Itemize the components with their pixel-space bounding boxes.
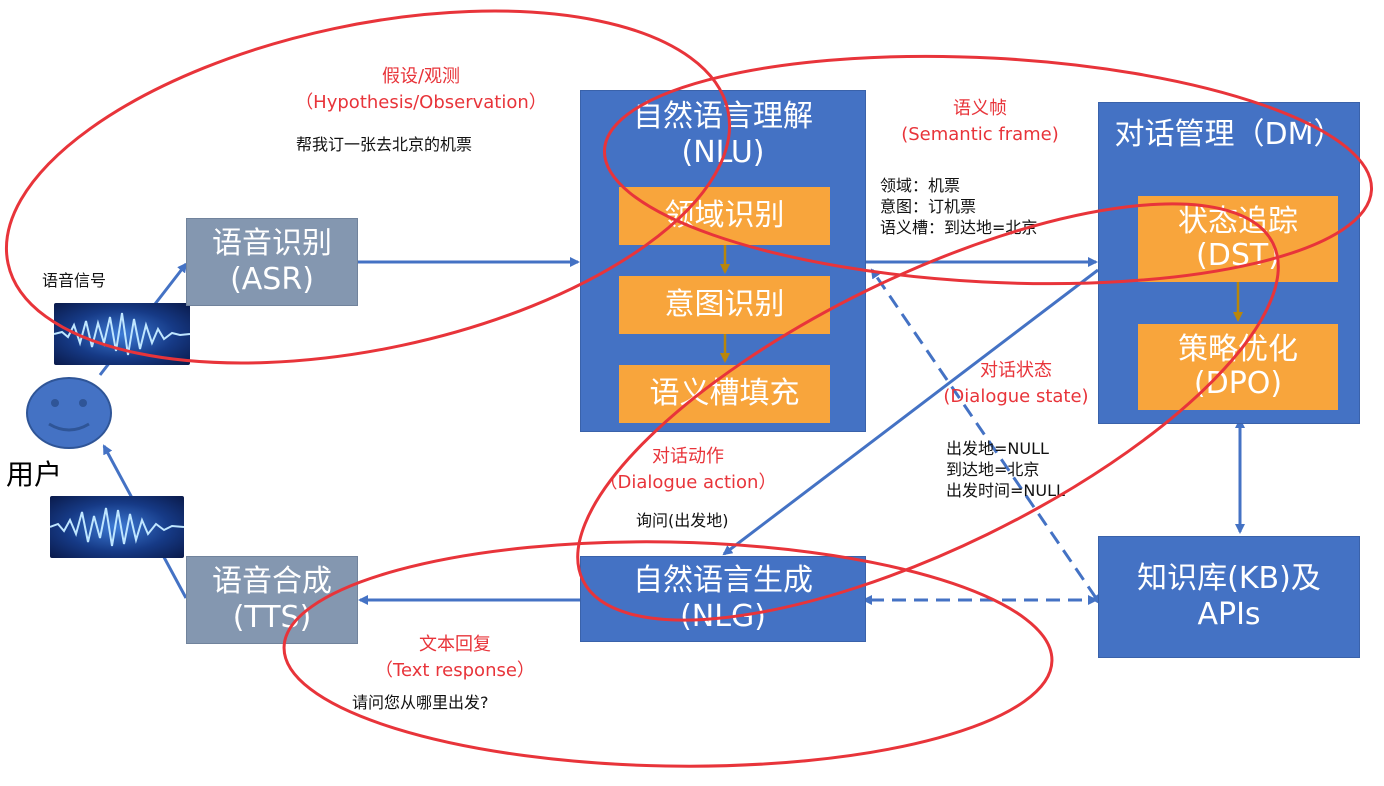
dialogue-action-en: （Dialogue action） <box>599 472 777 493</box>
audio-wave-icon <box>54 303 190 365</box>
nlu-step-domain: 领域识别 <box>619 187 830 245</box>
tts-abbr: (TTS) <box>232 600 312 635</box>
dashed-arrows <box>862 268 1101 605</box>
dpo-abbr: (DPO) <box>1193 366 1283 401</box>
dialogue-state-details: 出发地=NULL 到达地=北京 出发时间=NULL <box>946 438 1065 501</box>
semantic-frame-details: 领域：机票 意图：订机票 语义槽：到达地=北京 <box>880 175 1037 238</box>
dialogue-state-en: (Dialogue state) <box>943 386 1089 407</box>
tts-module: 语音合成 (TTS) <box>186 556 358 644</box>
text-response-en: （Text response） <box>375 660 535 681</box>
hypothesis-en: （Hypothesis/Observation） <box>295 92 547 113</box>
dialogue-state-line: 出发地=NULL <box>946 439 1049 458</box>
text-response-zh: 文本回复 <box>419 634 491 655</box>
kb-line1: 知识库(KB)及 <box>1137 561 1321 596</box>
semantic-frame-line: 领域：机票 <box>880 176 961 195</box>
dm-step-dpo: 策略优化 (DPO) <box>1138 324 1338 410</box>
dst-abbr: (DST) <box>1196 238 1280 273</box>
nlu-step-slot: 语义槽填充 <box>619 365 830 423</box>
dialogue-action-zh: 对话动作 <box>652 446 724 467</box>
nlg-title: 自然语言生成 <box>633 563 813 598</box>
dialogue-state-line: 到达地=北京 <box>946 460 1040 479</box>
dialogue-action-annotation: 对话动作 （Dialogue action） <box>590 444 786 496</box>
semantic-frame-line: 语义槽：到达地=北京 <box>880 218 1038 237</box>
text-response-annotation: 文本回复 （Text response） <box>370 632 540 684</box>
arrow-kb-nlu-dashed <box>870 268 1101 605</box>
user-label: 用户 <box>6 458 63 491</box>
dialogue-action-example: 询问(出发地) <box>636 511 729 530</box>
nlu-step-intent: 意图识别 <box>619 276 830 334</box>
nlg-abbr: (NLG) <box>680 599 766 634</box>
nlu-title: 自然语言理解 <box>633 99 813 134</box>
user-smiley-icon <box>26 377 112 449</box>
kb-line2: APIs <box>1197 597 1261 632</box>
hypothesis-annotation: 假设/观测 （Hypothesis/Observation） <box>276 64 566 116</box>
nlg-module: 自然语言生成 (NLG) <box>580 556 866 642</box>
semantic-frame-zh: 语义帧 <box>953 98 1007 119</box>
semantic-frame-en: (Semantic frame) <box>901 124 1059 145</box>
dialogue-state-line: 出发时间=NULL <box>946 481 1065 500</box>
dpo-title: 策略优化 <box>1178 332 1298 367</box>
dm-step-dst: 状态追踪 (DST) <box>1138 196 1338 282</box>
kb-module: 知识库(KB)及 APIs <box>1098 536 1360 658</box>
dialogue-state-annotation: 对话状态 (Dialogue state) <box>930 358 1102 410</box>
semantic-frame-line: 意图：订机票 <box>880 197 977 216</box>
asr-abbr: (ASR) <box>230 262 314 297</box>
dst-title: 状态追踪 <box>1178 204 1298 239</box>
dm-title: 对话管理（DM） <box>1114 117 1344 152</box>
nlu-abbr: (NLU) <box>681 135 765 170</box>
text-response-example: 请问您从哪里出发? <box>352 693 489 712</box>
asr-title: 语音识别 <box>212 226 332 261</box>
dialogue-state-zh: 对话状态 <box>980 360 1052 381</box>
tts-title: 语音合成 <box>212 564 332 599</box>
audio-wave-icon <box>50 496 184 558</box>
semantic-frame-annotation: 语义帧 (Semantic frame) <box>880 96 1080 148</box>
asr-module: 语音识别 (ASR) <box>186 218 358 306</box>
hypothesis-zh: 假设/观测 <box>381 66 461 87</box>
speech-signal-label: 语音信号 <box>42 271 107 290</box>
hypothesis-example: 帮我订一张去北京的机票 <box>296 135 473 154</box>
